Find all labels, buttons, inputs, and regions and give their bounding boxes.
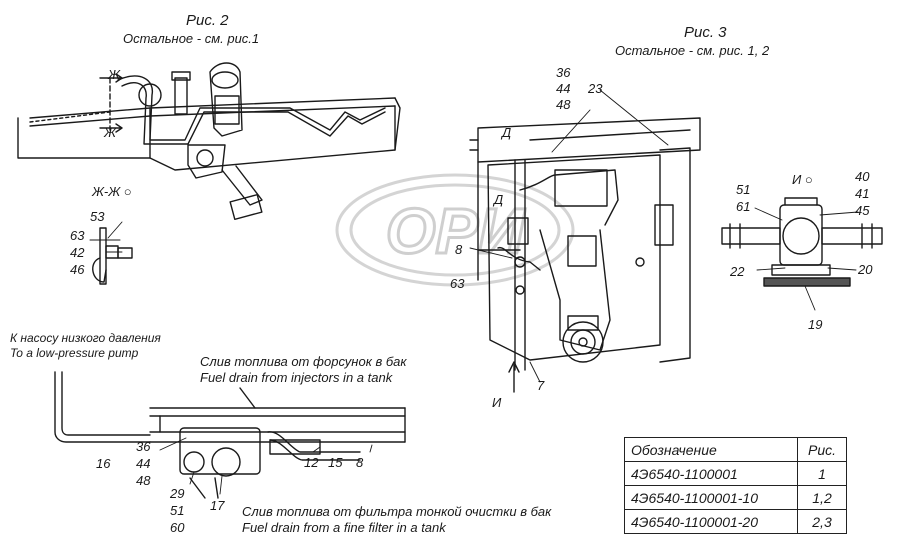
label-8b: 8: [356, 455, 364, 470]
note-pump-en: To a low-pressure pump: [10, 346, 139, 360]
view-i-detail: [721, 197, 883, 287]
mark-d-top: Д: [502, 125, 512, 140]
note-pump: К насосу низкого давления To a low-press…: [10, 331, 161, 361]
label-19: 19: [808, 317, 823, 332]
fig2-frame: [17, 97, 401, 171]
table-row: 4Э6540-1100001 1: [624, 461, 847, 486]
fig2-filter: [171, 62, 263, 221]
note-filter-en: Fuel drain from a fine filter in a tank: [242, 520, 446, 536]
section-view-title: Ж-Ж ○: [92, 184, 132, 199]
fig3-subtitle: Остальное - см. рис. 1, 2: [615, 43, 770, 58]
section-mark-top: Ж: [108, 67, 120, 82]
label-8a: 8: [455, 242, 463, 257]
lower-pipe-run: [54, 371, 406, 461]
label-48b: 48: [136, 473, 151, 488]
view-arrow-i: [508, 361, 520, 393]
label-46: 46: [70, 262, 85, 277]
label-60: 60: [170, 520, 185, 535]
table-cell-fig: 2,3: [797, 509, 847, 534]
note-injectors: Слив топлива от форсунок в бак Fuel drai…: [200, 354, 407, 387]
fig2-subtitle: Остальное - см. рис.1: [123, 31, 260, 46]
label-17: 17: [210, 498, 225, 513]
fig3-frame: [469, 117, 701, 281]
label-20: 20: [858, 262, 873, 277]
label-36b: 36: [136, 439, 151, 454]
note-pump-ru: К насосу низкого давления: [10, 331, 161, 345]
label-51b: 51: [170, 503, 185, 518]
table-row: 4Э6540-1100001-10 1,2: [624, 485, 847, 510]
fig3-title: Рис. 3: [684, 24, 727, 41]
label-61: 61: [736, 199, 751, 214]
note-filter-ru: Слив топлива от фильтра тонкой очистки в…: [242, 504, 552, 519]
label-16: 16: [96, 456, 111, 471]
section-view-jj: [89, 227, 133, 285]
table-cell-designation: 4Э6540-1100001: [624, 461, 798, 486]
label-23: 23: [588, 81, 603, 96]
label-63b: 63: [450, 276, 465, 291]
label-36a: 36: [556, 65, 571, 80]
fig3-tank: [487, 147, 691, 371]
lower-filter: [179, 427, 261, 499]
table-cell-designation: 4Э6540-1100001-20: [624, 509, 798, 534]
label-48a: 48: [556, 97, 571, 112]
label-7: 7: [537, 378, 545, 393]
label-44b: 44: [136, 456, 151, 471]
label-12: 12: [304, 455, 319, 470]
label-45: 45: [855, 203, 870, 218]
view-i-title: И ○: [792, 172, 813, 187]
fig2-pipes: [117, 75, 386, 145]
label-41: 41: [855, 186, 870, 201]
label-15: 15: [328, 455, 343, 470]
table-header-row: Обозначение Рис.: [624, 437, 847, 462]
table-row: 4Э6540-1100001-20 2,3: [624, 509, 847, 534]
table-cell-designation: 4Э6540-1100001-10: [624, 485, 798, 510]
leader-lines: [105, 89, 859, 495]
label-51a: 51: [736, 182, 751, 197]
section-arrow-top: [99, 73, 123, 83]
note-filter: Слив топлива от фильтра тонкой очистки в…: [242, 504, 551, 537]
note-injectors-en: Fuel drain from injectors in a tank: [200, 370, 393, 386]
designation-table: Обозначение Рис. 4Э6540-1100001 1 4Э6540…: [624, 437, 847, 534]
label-40: 40: [855, 169, 870, 184]
view-arrow-i-label: И: [492, 395, 502, 410]
table-header-designation: Обозначение: [624, 437, 798, 462]
label-63a: 63: [70, 228, 85, 243]
label-44a: 44: [556, 81, 571, 96]
mark-d-side: Д: [494, 192, 504, 207]
table-header-fig: Рис.: [797, 437, 847, 462]
label-29: 29: [170, 486, 185, 501]
note-injectors-ru: Слив топлива от форсунок в бак: [200, 354, 407, 369]
label-53: 53: [90, 209, 105, 224]
table-cell-fig: 1,2: [797, 485, 847, 510]
label-42: 42: [70, 245, 85, 260]
table-cell-fig: 1: [797, 461, 847, 486]
section-mark-bottom: Ж: [104, 125, 116, 140]
section-arrow-bottom: [99, 123, 123, 133]
fig2-title: Рис. 2: [186, 12, 229, 29]
label-22: 22: [730, 264, 745, 279]
